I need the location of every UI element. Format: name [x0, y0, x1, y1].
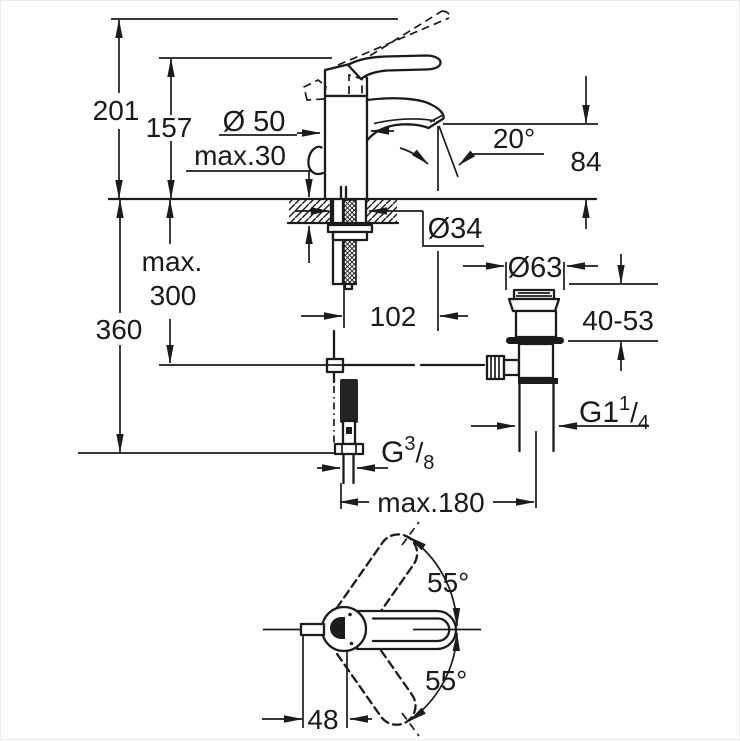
- swivel-arc-upper: [408, 536, 461, 627]
- dim-label-swivel-up: 55°: [427, 567, 469, 598]
- supply-hose: [333, 379, 365, 485]
- dimension-lines: [115, 19, 649, 723]
- hose-thread-sub: 8: [423, 452, 434, 474]
- dim-label-install-depth-word: max.: [142, 246, 203, 277]
- dim-label-install-depth-value: 300: [150, 280, 197, 311]
- flexible-hose: [340, 379, 358, 423]
- hose-nut: [333, 442, 365, 456]
- dim-label-spout-angle: 20°: [493, 123, 535, 154]
- dim-label-hose-thread: G3/8: [381, 433, 434, 474]
- handle-lever: [346, 54, 442, 81]
- waste-thread-main: G1: [579, 396, 619, 429]
- dim-label-total-depth: 360: [96, 314, 143, 345]
- faucet-body-fill: [325, 96, 367, 199]
- dim-label-deck-thickness: max.30: [194, 140, 286, 171]
- dimension-labels: 201 157 Ø 50 max.30 20° 84 Ø34 max. 300 …: [93, 95, 654, 735]
- hose-thread-slash: /: [415, 437, 423, 468]
- raised-lever-dashed-outline: [337, 17, 450, 66]
- waste-plug: [512, 288, 556, 301]
- pivot-marker: [330, 617, 345, 639]
- dim-label-body-diameter: Ø 50: [223, 106, 286, 138]
- dim-label-handle-width: 48: [307, 704, 338, 735]
- waste-lower-body: [517, 342, 555, 380]
- swivel-arc-lower: [408, 632, 460, 722]
- raised-lever-dashed-outline: [325, 10, 443, 84]
- hose-thread-sup: 3: [404, 433, 415, 455]
- waste-lock-ring: [518, 378, 558, 384]
- waste-thread-slash: /: [630, 397, 638, 428]
- waste-flange: [507, 297, 561, 313]
- faucet-body-outline: [323, 94, 369, 201]
- waste-seal-ring: [506, 337, 564, 344]
- pull-rod-hook: [307, 145, 325, 176]
- spout-angle-leader: [458, 150, 544, 166]
- shank-end-tip: [343, 282, 354, 291]
- pop-up-waste-assembly: [485, 288, 564, 508]
- faucet-side-view: [303, 10, 451, 201]
- dim-label-rod-offset: 102: [370, 301, 417, 332]
- waste-thread-sub: 4: [638, 412, 649, 434]
- waste-rod-connector: [502, 358, 521, 377]
- dim-label-hole-diameter: Ø34: [428, 213, 483, 245]
- dim-label-max-reach: max.180: [377, 487, 484, 518]
- dim-label-swivel-down: 55°: [425, 665, 467, 696]
- aerator-detail: [429, 114, 443, 123]
- handle-base-dashed-detail: [348, 73, 363, 94]
- dim-label-waste-deck-range: 40-53: [582, 305, 654, 336]
- waste-upper-body: [514, 309, 558, 339]
- waste-thread-sup: 1: [619, 393, 630, 415]
- mounting-nut: [331, 230, 369, 242]
- dim-label-height-to-lever: 157: [146, 112, 193, 143]
- water-stream-line: [438, 125, 459, 178]
- extension-lines: [78, 18, 658, 728]
- dim-label-waste-flange-diameter: Ø63: [508, 252, 563, 284]
- spout-angle-arc: [399, 147, 429, 165]
- handle-base-dashed-corner: [303, 79, 327, 101]
- spout-inner-curve: [373, 118, 436, 125]
- hose-thread-main: G: [381, 436, 404, 469]
- threaded-shank: [343, 199, 357, 285]
- dim-label-waste-thread: G11/4: [579, 393, 649, 434]
- pop-up-rod-linkage: [325, 329, 486, 443]
- spout-plan-stub: [299, 622, 326, 637]
- dim-label-overall-height: 201: [93, 95, 140, 126]
- dim-label-spout-height: 84: [570, 146, 601, 177]
- handle-plan-view: [263, 521, 481, 737]
- raised-lever-dashed-tip: [441, 10, 451, 19]
